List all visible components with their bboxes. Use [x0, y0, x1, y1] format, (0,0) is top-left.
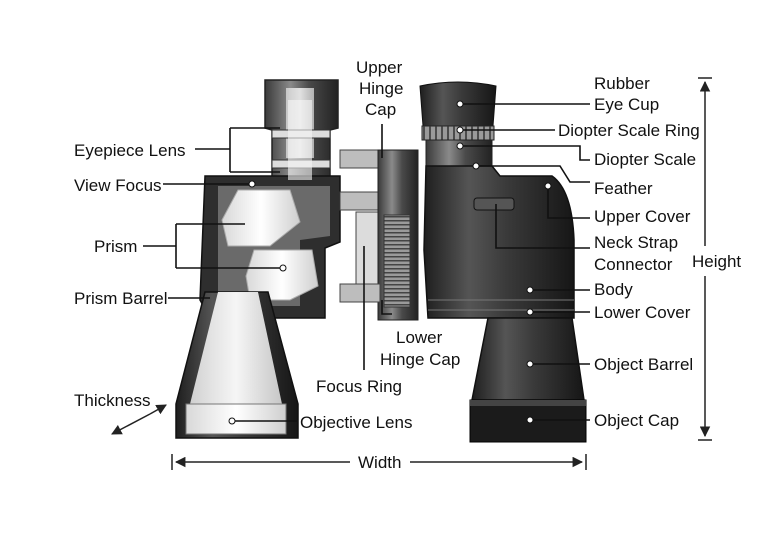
labels: Eyepiece Lens View Focus Prism Prism Bar…: [74, 58, 741, 472]
label-lower-hinge-cap-1: Lower: [396, 328, 443, 347]
label-diopter-scale-ring: Diopter Scale Ring: [558, 121, 700, 140]
leader-lines: [143, 103, 590, 422]
label-prism-barrel: Prism Barrel: [74, 289, 168, 308]
label-rubber-eye-cup-1: Rubber: [594, 74, 650, 93]
focus-ring-shape: [383, 214, 411, 308]
label-upper-cover: Upper Cover: [594, 207, 691, 226]
label-focus-ring: Focus Ring: [316, 377, 402, 396]
leader-dots: [228, 100, 552, 425]
label-objective-lens: Objective Lens: [300, 413, 412, 432]
label-lower-hinge-cap-2: Hinge Cap: [380, 350, 460, 369]
dimension-lines: [111, 77, 712, 470]
label-eyepiece-lens: Eyepiece Lens: [74, 141, 186, 160]
label-width: Width: [358, 453, 401, 472]
cutaway-binocular: [175, 79, 341, 439]
label-neck-strap-connector-2: Connector: [594, 255, 673, 274]
label-object-cap: Object Cap: [594, 411, 679, 430]
hinge: [339, 149, 419, 321]
label-body: Body: [594, 280, 633, 299]
label-height: Height: [692, 252, 741, 271]
label-upper-hinge-cap-2: Hinge: [359, 79, 403, 98]
label-diopter-scale: Diopter Scale: [594, 150, 696, 169]
label-feather: Feather: [594, 179, 653, 198]
label-upper-hinge-cap-1: Upper: [356, 58, 403, 77]
label-neck-strap-connector-1: Neck Strap: [594, 233, 678, 252]
label-view-focus: View Focus: [74, 176, 162, 195]
label-object-barrel: Object Barrel: [594, 355, 693, 374]
label-upper-hinge-cap-3: Cap: [365, 100, 396, 119]
label-rubber-eye-cup-2: Eye Cup: [594, 95, 659, 114]
label-prism: Prism: [94, 237, 137, 256]
label-thickness: Thickness: [74, 391, 151, 410]
label-lower-cover: Lower Cover: [594, 303, 691, 322]
